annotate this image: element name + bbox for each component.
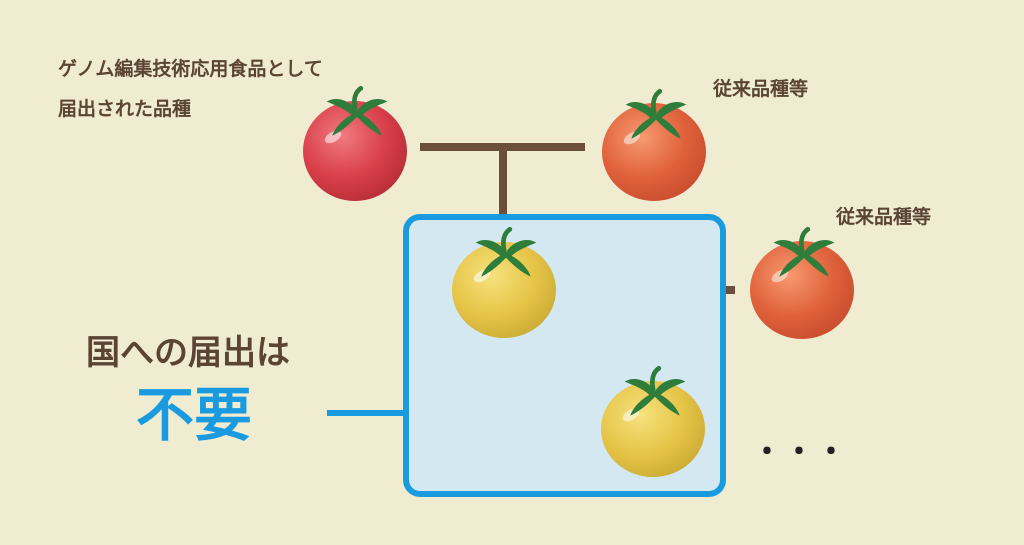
not-required-label: 不要	[136, 381, 253, 449]
ellipsis: ・・・	[752, 435, 848, 470]
conventional-variety-label-2: 従来品種等	[836, 206, 932, 228]
tomato-icon	[602, 91, 706, 201]
tomato-icon	[452, 229, 556, 338]
tomato-icon	[750, 229, 854, 339]
conventional-variety-label: 従来品種等	[713, 78, 809, 100]
notice-label: 国への届出は	[86, 333, 290, 373]
genome-edited-label-line1: ゲノム編集技術応用食品として	[58, 58, 323, 80]
tomato-icon	[303, 88, 407, 201]
genome-edited-label-line2: 届出された品種	[58, 98, 192, 120]
tomato-icon	[601, 368, 705, 477]
